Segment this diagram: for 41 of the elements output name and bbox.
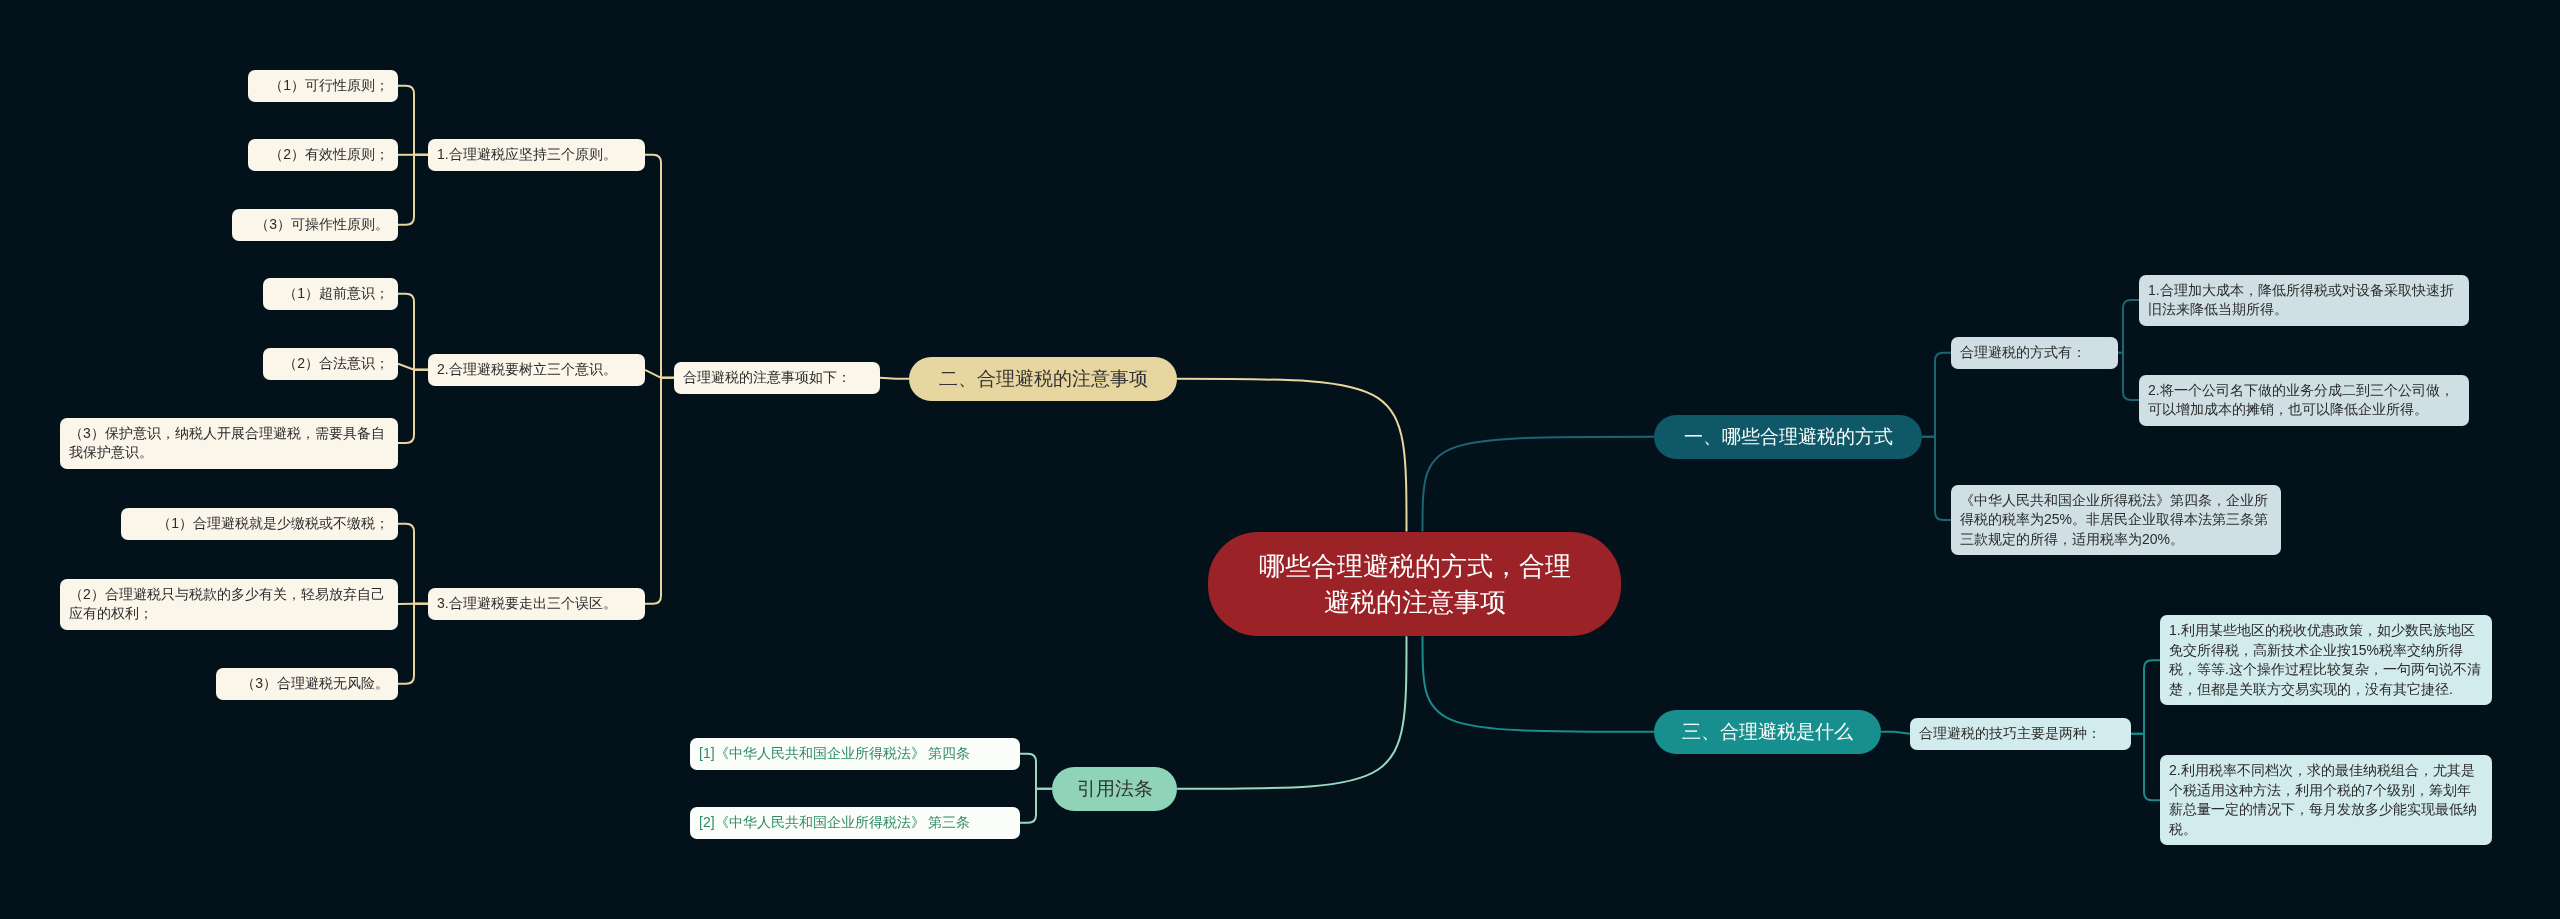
branch-topic: 二、合理避税的注意事项: [909, 356, 1177, 402]
branch-topic: 一、哪些合理避税的方式: [1654, 414, 1922, 460]
note-box: 1.利用某些地区的税收优惠政策，如少数民族地区免交所得税，高新技术企业按15%税率交纳所得税，等等.这个操作过程比较复杂，一句两句说不清楚，但都是关联方交易实现的，没有其它捷径.: [2160, 615, 2492, 706]
connector-line: [1176, 635, 1408, 790]
connector-line: [1176, 377, 1408, 533]
topic-box: （3）保护意识，纳税人开展合理避税，需要具备自我保护意识。: [60, 417, 398, 469]
connector-line: [397, 602, 429, 685]
citation-box: [2]《中华人民共和国企业所得税法》 第三条: [690, 807, 1020, 839]
connector-line: [879, 376, 910, 380]
connector-line: [2117, 351, 2140, 402]
connector-line: [1921, 435, 1952, 521]
topic-box: （1）超前意识；: [263, 278, 398, 310]
connector-line: [397, 368, 429, 445]
topic-box: （3）合理避税无风险。: [216, 668, 398, 700]
central-topic: 哪些合理避税的方式，合理避税的注意事项: [1208, 531, 1621, 637]
connector-line: [644, 376, 675, 605]
connector-line: [1019, 787, 1053, 824]
branch-topic: 三、合理避税是什么: [1654, 709, 1881, 755]
note-box: 1.合理加大成本，降低所得税或对设备采取快速折旧法来降低当期所得。: [2139, 274, 2469, 326]
connector-line: [1421, 635, 1655, 733]
subtopic-box: 1.合理避税应坚持三个原则。: [428, 139, 645, 171]
topic-box: （3）可操作性原则。: [232, 209, 398, 241]
subtopic-box: 合理避税的注意事项如下：: [674, 362, 880, 394]
note-box: 《中华人民共和国企业所得税法》第四条，企业所得税的税率为25%。非居民企业取得本法第三条第三款规定的所得，适用税率为20%。: [1951, 484, 2281, 556]
topic-box: （1）合理避税就是少缴税或不缴税；: [121, 508, 398, 540]
connector-line: [1421, 435, 1655, 533]
subtopic-box: 合理避税的方式有：: [1951, 337, 2118, 369]
branch-topic: 引用法条: [1052, 766, 1177, 812]
topic-box: （2）合理避税只与税款的多少有关，轻易放弃自己应有的权利；: [60, 578, 398, 630]
topic-box: （1）可行性原则；: [248, 70, 398, 102]
connector-line: [2130, 732, 2161, 802]
subtopic-box: 2.合理避税要树立三个意识。: [428, 354, 645, 386]
topic-box: （2）合法意识；: [263, 348, 398, 380]
subtopic-box: 3.合理避税要走出三个误区。: [428, 588, 645, 620]
subtopic-box: 合理避税的技巧主要是两种：: [1910, 718, 2131, 750]
connector-line: [397, 153, 429, 226]
note-box: 2.利用税率不同档次，求的最佳纳税组合，尤其是个税适用这种方法，利用个税的7个级别，筹划年薪总量一定的情况下，每月发放多少能实现最低纳税。: [2160, 755, 2492, 846]
note-box: 2.将一个公司名下做的业务分成二到三个公司做，可以增加成本的摊销，也可以降低企业所得。: [2139, 374, 2469, 426]
topic-box: （2）有效性原则；: [248, 139, 398, 171]
citation-box: [1]《中华人民共和国企业所得税法》 第四条: [690, 738, 1020, 770]
connector-line: [1880, 730, 1911, 735]
